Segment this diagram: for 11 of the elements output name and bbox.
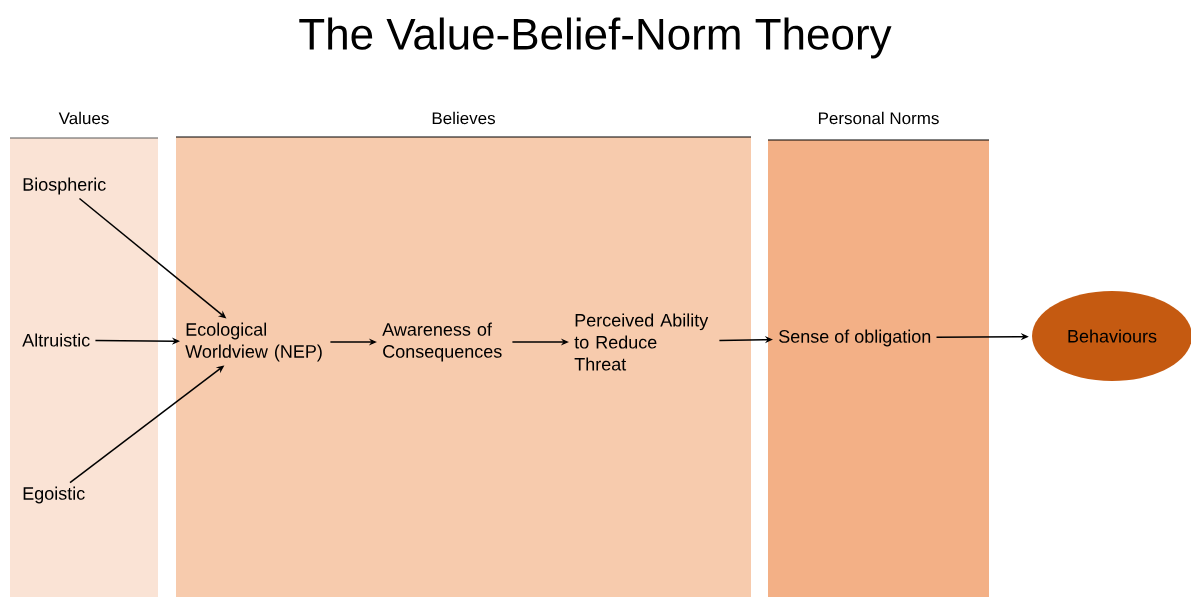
node-label: Personal Norms <box>818 111 939 125</box>
node-text: Altruistic <box>22 333 90 347</box>
node-text: Egoistic <box>23 486 85 504</box>
node-text: Biospheric <box>23 177 106 195</box>
node-label: Values <box>58 111 109 125</box>
node-label: Believes <box>432 111 496 125</box>
title: The Value-Belief-Norm Theory <box>299 17 892 59</box>
node-text: Ecological Worldview (NEP) <box>185 322 322 362</box>
node-text: Perceived Ability to Reduce Threat <box>574 313 709 371</box>
node-text: Awareness of Consequences <box>382 322 502 362</box>
node-text: Sense of obligation <box>779 329 931 347</box>
